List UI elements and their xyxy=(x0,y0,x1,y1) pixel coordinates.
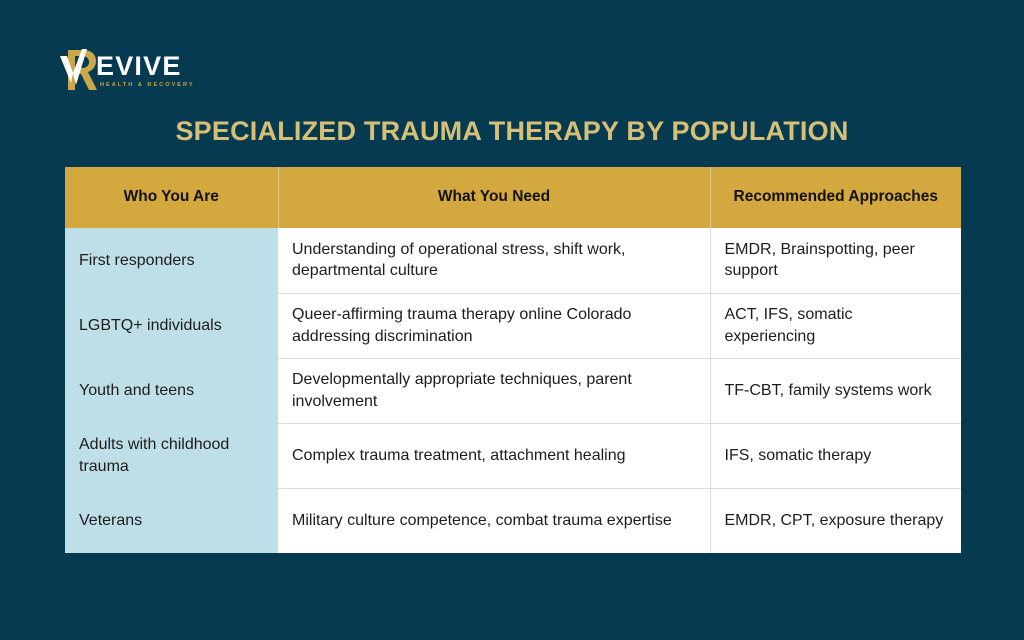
revive-r-monogram-icon xyxy=(56,47,104,93)
table-row: Youth and teens Developmentally appropri… xyxy=(65,358,961,424)
logo-wordmark: EVIVE xyxy=(96,51,182,81)
logo-swoosh-right xyxy=(73,49,87,85)
cell-who: Veterans xyxy=(65,488,278,553)
column-header-what-you-need: What You Need xyxy=(278,167,711,228)
cell-approaches: EMDR, CPT, exposure therapy xyxy=(710,488,961,553)
cell-who: Youth and teens xyxy=(65,358,278,423)
cell-need: Queer-affirming trauma therapy online Co… xyxy=(278,293,711,359)
population-table-container: Who You Are What You Need Recommended Ap… xyxy=(62,167,961,553)
specialized-trauma-therapy-table: Who You Are What You Need Recommended Ap… xyxy=(65,167,961,553)
cell-approaches: IFS, somatic therapy xyxy=(710,423,961,489)
cell-who: LGBTQ+ individuals xyxy=(65,293,278,358)
cell-approaches: ACT, IFS, somatic experiencing xyxy=(710,293,961,359)
table-row: Adults with childhood trauma Complex tra… xyxy=(65,423,961,489)
cell-need: Complex trauma treatment, attachment hea… xyxy=(278,423,711,489)
cell-need: Understanding of operational stress, shi… xyxy=(278,228,711,294)
cell-need: Developmentally appropriate techniques, … xyxy=(278,358,711,424)
cell-who: First responders xyxy=(65,228,278,293)
logo-letter-r xyxy=(68,50,97,90)
column-header-recommended-approaches: Recommended Approaches xyxy=(710,167,961,228)
table-row: First responders Understanding of operat… xyxy=(65,228,961,294)
table-header-row: Who You Are What You Need Recommended Ap… xyxy=(65,167,961,228)
logo-swoosh-left xyxy=(60,56,73,83)
logo-tagline: HEALTH & RECOVERY xyxy=(100,82,195,88)
cell-approaches: EMDR, Brainspotting, peer support xyxy=(710,228,961,294)
table-row: Veterans Military culture competence, co… xyxy=(65,488,961,553)
cell-need: Military culture competence, combat trau… xyxy=(278,488,711,553)
brand-logo: EVIVE HEALTH & RECOVERY xyxy=(56,47,266,95)
cell-approaches: TF-CBT, family systems work xyxy=(710,358,961,424)
cell-who: Adults with childhood trauma xyxy=(65,423,278,488)
column-header-who-you-are: Who You Are xyxy=(65,167,279,228)
page-title: SPECIALIZED TRAUMA THERAPY BY POPULATION xyxy=(175,116,849,146)
table-row: LGBTQ+ individuals Queer-affirming traum… xyxy=(65,293,961,359)
